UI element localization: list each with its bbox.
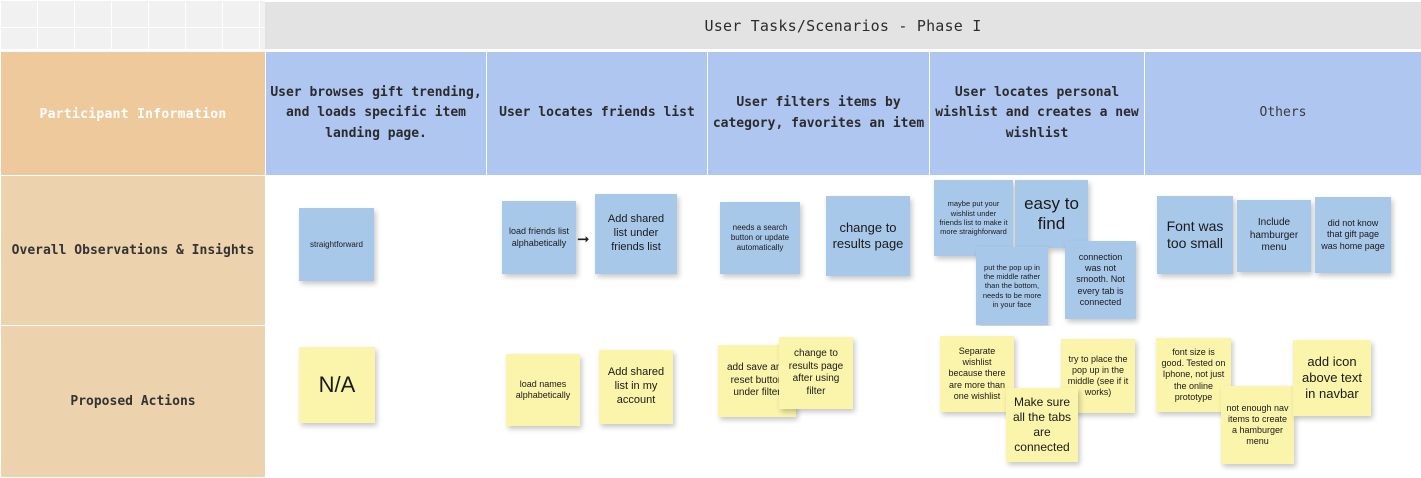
cell-actions-task1[interactable]: N/A bbox=[266, 326, 487, 478]
row-header-proposed-actions: Proposed Actions bbox=[1, 326, 266, 478]
sticky-note[interactable]: load names alphabetically bbox=[506, 354, 580, 426]
sticky-note[interactable]: Separate wishlist because there are more… bbox=[940, 336, 1014, 412]
spreadsheet-corner-grid bbox=[0, 0, 265, 49]
sticky-note[interactable]: Font was too small bbox=[1157, 196, 1233, 274]
row-observations: Overall Observations & Insights straight… bbox=[1, 176, 1421, 326]
note-canvas: N/A bbox=[266, 326, 486, 477]
sticky-note[interactable]: maybe put your wishlist under friends li… bbox=[934, 180, 1013, 256]
board-title-band: User Tasks/Scenarios - Phase I bbox=[265, 2, 1421, 49]
arrow-right-icon: ➞ bbox=[577, 232, 590, 247]
sticky-note[interactable]: change to results page after using filte… bbox=[779, 337, 853, 409]
cell-observations-task1[interactable]: straightforward bbox=[266, 176, 487, 326]
sticky-note[interactable]: Add shared list in my account bbox=[599, 350, 673, 424]
header-others: Others bbox=[1145, 52, 1421, 176]
sticky-note[interactable]: connection was not smooth. Not every tab… bbox=[1065, 241, 1136, 319]
cell-observations-task3[interactable]: needs a search button or update automati… bbox=[708, 176, 930, 326]
note-canvas: font size is good. Tested on Iphone, not… bbox=[1145, 326, 1421, 477]
row-proposed-actions: Proposed Actions N/A load names alphabet… bbox=[1, 326, 1421, 478]
matrix-header-row: Participant Information User browses gif… bbox=[1, 52, 1421, 176]
sticky-note[interactable]: Add shared list under friends list bbox=[595, 194, 677, 274]
header-task-2: User locates friends list bbox=[487, 52, 708, 176]
sticky-note[interactable]: needs a search button or update automati… bbox=[720, 202, 800, 274]
page-title: User Tasks/Scenarios - Phase I bbox=[705, 17, 982, 35]
note-canvas: load friends list alphabetically ➞ Add s… bbox=[487, 176, 707, 325]
cell-observations-task2[interactable]: load friends list alphabetically ➞ Add s… bbox=[487, 176, 708, 326]
sticky-note[interactable]: put the pop up in the middle rather than… bbox=[976, 247, 1048, 325]
header-task-3: User filters items by category, favorite… bbox=[708, 52, 930, 176]
cell-actions-task4[interactable]: Separate wishlist because there are more… bbox=[930, 326, 1145, 478]
cell-observations-task4[interactable]: maybe put your wishlist under friends li… bbox=[930, 176, 1145, 326]
sticky-note[interactable]: N/A bbox=[299, 347, 375, 423]
sticky-note[interactable]: load friends list alphabetically bbox=[502, 201, 576, 274]
sticky-note[interactable]: straightforward bbox=[299, 208, 374, 281]
cell-observations-others[interactable]: Font was too small Include hamburger men… bbox=[1145, 176, 1421, 326]
header-task-1: User browses gift trending, and loads sp… bbox=[266, 52, 487, 176]
sticky-note[interactable]: easy to find bbox=[1015, 180, 1088, 248]
note-canvas: straightforward bbox=[266, 176, 486, 325]
note-canvas: maybe put your wishlist under friends li… bbox=[930, 176, 1144, 325]
sticky-note[interactable]: did not know that gift page was home pag… bbox=[1315, 197, 1391, 273]
cell-actions-task3[interactable]: add save and reset button under filter c… bbox=[708, 326, 930, 478]
sticky-note[interactable]: not enough nav items to create a hamburg… bbox=[1221, 386, 1294, 464]
sticky-note[interactable]: font size is good. Tested on Iphone, not… bbox=[1156, 338, 1231, 412]
sticky-note[interactable]: Include hamburger menu bbox=[1237, 200, 1311, 272]
tasks-matrix: Participant Information User browses gif… bbox=[0, 51, 1421, 478]
note-canvas: add save and reset button under filter c… bbox=[708, 326, 929, 477]
sticky-note[interactable]: Make sure all the tabs are connected bbox=[1006, 388, 1078, 462]
header-task-4: User locates personal wishlist and creat… bbox=[930, 52, 1145, 176]
note-canvas: Font was too small Include hamburger men… bbox=[1145, 176, 1421, 325]
row-header-observations: Overall Observations & Insights bbox=[1, 176, 266, 326]
cell-actions-task2[interactable]: load names alphabetically Add shared lis… bbox=[487, 326, 708, 478]
sticky-note[interactable]: change to results page bbox=[826, 196, 910, 276]
note-canvas: needs a search button or update automati… bbox=[708, 176, 929, 325]
sticky-note[interactable]: add icon above text in navbar bbox=[1293, 340, 1371, 416]
note-canvas: load names alphabetically Add shared lis… bbox=[487, 326, 707, 477]
header-participant-information: Participant Information bbox=[1, 52, 266, 176]
cell-actions-others[interactable]: font size is good. Tested on Iphone, not… bbox=[1145, 326, 1421, 478]
note-canvas: Separate wishlist because there are more… bbox=[930, 326, 1144, 477]
